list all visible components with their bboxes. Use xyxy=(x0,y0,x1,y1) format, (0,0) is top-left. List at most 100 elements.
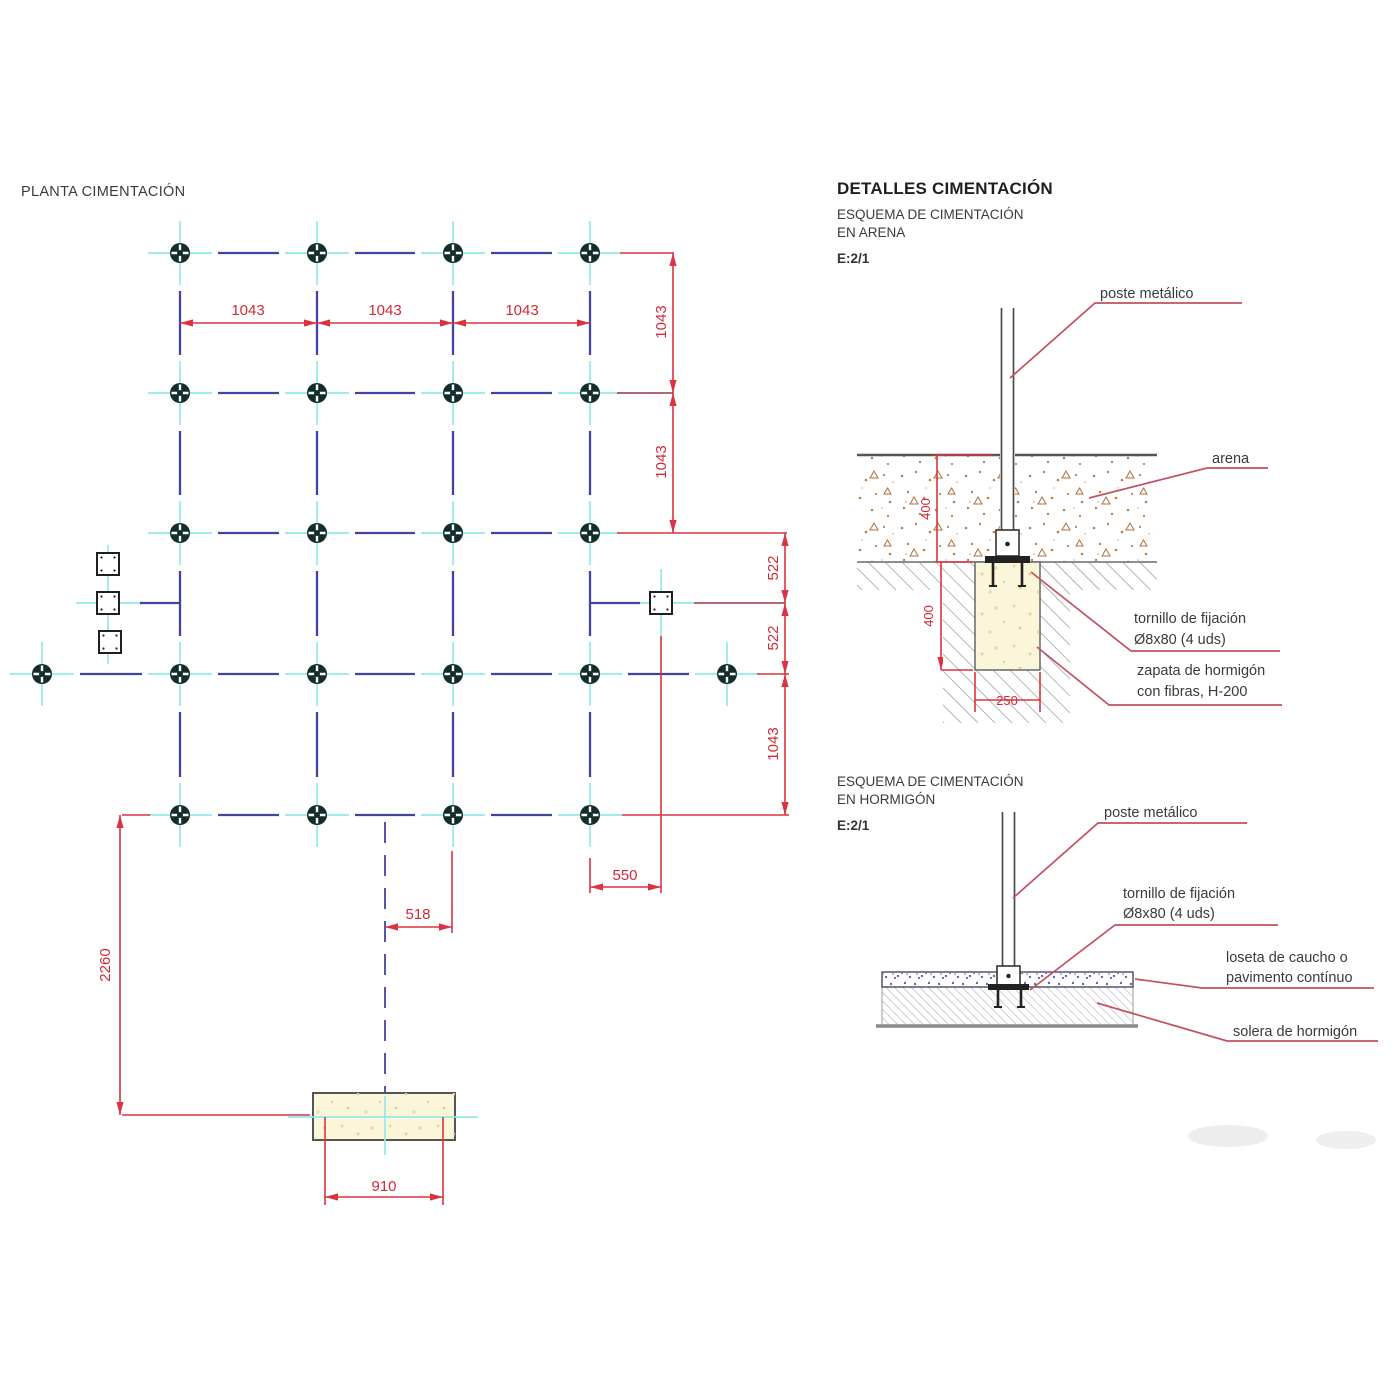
anchor-bolts xyxy=(991,563,1024,586)
foundation-point-center xyxy=(314,671,320,677)
sand-dim-lines xyxy=(933,454,1041,712)
dim-half-bay-2: 522 xyxy=(765,625,782,650)
foundation-point-center xyxy=(314,250,320,256)
dimension-arrow xyxy=(669,520,677,533)
foundation-point-center xyxy=(450,671,456,677)
label-post-concrete: poste metálico xyxy=(1104,805,1198,821)
dimension-arrow xyxy=(304,319,317,327)
label-bolt-sand-1: tornillo de fijación xyxy=(1134,611,1246,627)
post-body-fill-2 xyxy=(1001,812,1016,970)
dimension-arrow xyxy=(669,380,677,393)
square-post-tick xyxy=(653,595,656,598)
dim-518: 518 xyxy=(405,906,430,923)
ground-band-left xyxy=(857,562,943,590)
smudge-2 xyxy=(1316,1131,1376,1149)
square-post-tick xyxy=(653,608,656,611)
sand-leaders xyxy=(1009,302,1282,706)
foundation-point-center xyxy=(314,390,320,396)
foundation-point-center xyxy=(177,250,183,256)
dim-connectors-maroon xyxy=(617,392,785,604)
dimension-arrow xyxy=(325,1193,338,1201)
dimension-arrow xyxy=(781,603,789,616)
dim-half-bay-1: 522 xyxy=(765,555,782,580)
foundation-point-center xyxy=(177,390,183,396)
base-plate-2 xyxy=(988,984,1029,990)
dim-910: 910 xyxy=(371,1178,396,1195)
concrete-scale: E:2/1 xyxy=(837,818,870,833)
dimension-arrows xyxy=(116,253,1040,1201)
dim-550: 550 xyxy=(612,867,637,884)
foundation-point-center xyxy=(587,250,593,256)
dimension-arrow xyxy=(453,319,466,327)
post-bolt-dot xyxy=(1005,541,1010,547)
label-arena: arena xyxy=(1212,451,1250,467)
square-post xyxy=(96,591,120,615)
dim-bay-v1: 1043 xyxy=(653,305,670,338)
dim-bay-2: 1043 xyxy=(368,302,401,319)
dimension-arrow xyxy=(439,923,452,931)
label-zapata-2: con fibras, H-200 xyxy=(1137,684,1247,700)
dimension-arrow xyxy=(669,393,677,406)
dimension-arrow xyxy=(781,533,789,546)
foundation-point-center xyxy=(724,671,730,677)
smudge-1 xyxy=(1188,1125,1268,1147)
square-post-tick xyxy=(102,647,105,650)
plan-post-squares xyxy=(96,552,673,654)
dimension-arrow xyxy=(116,815,124,828)
details-title: DETALLES CIMENTACIÓN xyxy=(837,179,1053,198)
dim-zapata-depth: 400 xyxy=(921,605,936,627)
foundation-point-center xyxy=(314,812,320,818)
detail-sand-section: ESQUEMA DE CIMENTACIÓN EN ARENA E:2/1 40… xyxy=(837,207,1282,723)
foundation-point-center xyxy=(177,671,183,677)
plan-grid-points xyxy=(32,243,737,825)
anchor-bolts-2 xyxy=(996,990,1023,1007)
slab-edges xyxy=(881,987,1134,1025)
concrete-leaders xyxy=(1012,822,1378,1042)
dim-bay-3: 1043 xyxy=(505,302,538,319)
label-post-sand: poste metálico xyxy=(1100,286,1194,302)
pit-wall-left xyxy=(943,562,975,723)
plan-centerlines xyxy=(10,221,759,1155)
sand-scale: E:2/1 xyxy=(837,251,870,266)
dimension-arrow xyxy=(648,883,661,891)
label-bolt-concrete-2: Ø8x80 (4 uds) xyxy=(1123,906,1215,922)
dimension-arrow xyxy=(590,883,603,891)
foundation-point-center xyxy=(450,530,456,536)
foundation-details: DETALLES CIMENTACIÓN ESQUEMA DE CIMENTAC… xyxy=(837,179,1378,1149)
concrete-subtitle-2: EN HORMIGÓN xyxy=(837,792,935,807)
dimension-arrow xyxy=(781,674,789,687)
pit-bottom xyxy=(975,670,1040,723)
concrete-slab xyxy=(882,987,1133,1025)
dimension-arrow xyxy=(577,319,590,327)
square-post-tick xyxy=(115,634,118,637)
square-post xyxy=(98,630,122,654)
scan-smudges xyxy=(1188,1125,1376,1149)
plan-title: PLANTA CIMENTACIÓN xyxy=(21,183,185,200)
foundation-point-center xyxy=(450,390,456,396)
sand-subtitle-1: ESQUEMA DE CIMENTACIÓN xyxy=(837,207,1024,222)
dim-bay-1: 1043 xyxy=(231,302,264,319)
dim-2260: 2260 xyxy=(97,948,114,981)
label-bolt-concrete-1: tornillo de fijación xyxy=(1123,886,1235,902)
foundation-point-center xyxy=(587,671,593,677)
square-post-tick xyxy=(102,634,105,637)
foundation-point-center xyxy=(587,530,593,536)
foundation-point-center xyxy=(450,812,456,818)
square-post-tick xyxy=(100,556,103,559)
foundation-point-center xyxy=(587,390,593,396)
dimension-arrow xyxy=(781,590,789,603)
square-post-tick xyxy=(666,608,669,611)
dim-zapata-width: 250 xyxy=(996,693,1018,708)
zapata-speckle xyxy=(975,562,1040,670)
foundation-point-center xyxy=(314,530,320,536)
foundation-point-center xyxy=(39,671,45,677)
foundation-point-center xyxy=(177,530,183,536)
label-slab: solera de hormigón xyxy=(1233,1024,1357,1040)
detail-concrete-section: ESQUEMA DE CIMENTACIÓN EN HORMIGÓN E:2/1… xyxy=(837,774,1378,1042)
dimension-arrow xyxy=(430,1193,443,1201)
dimension-arrow xyxy=(317,319,330,327)
dimension-arrow xyxy=(669,253,677,266)
square-post-tick xyxy=(113,556,116,559)
